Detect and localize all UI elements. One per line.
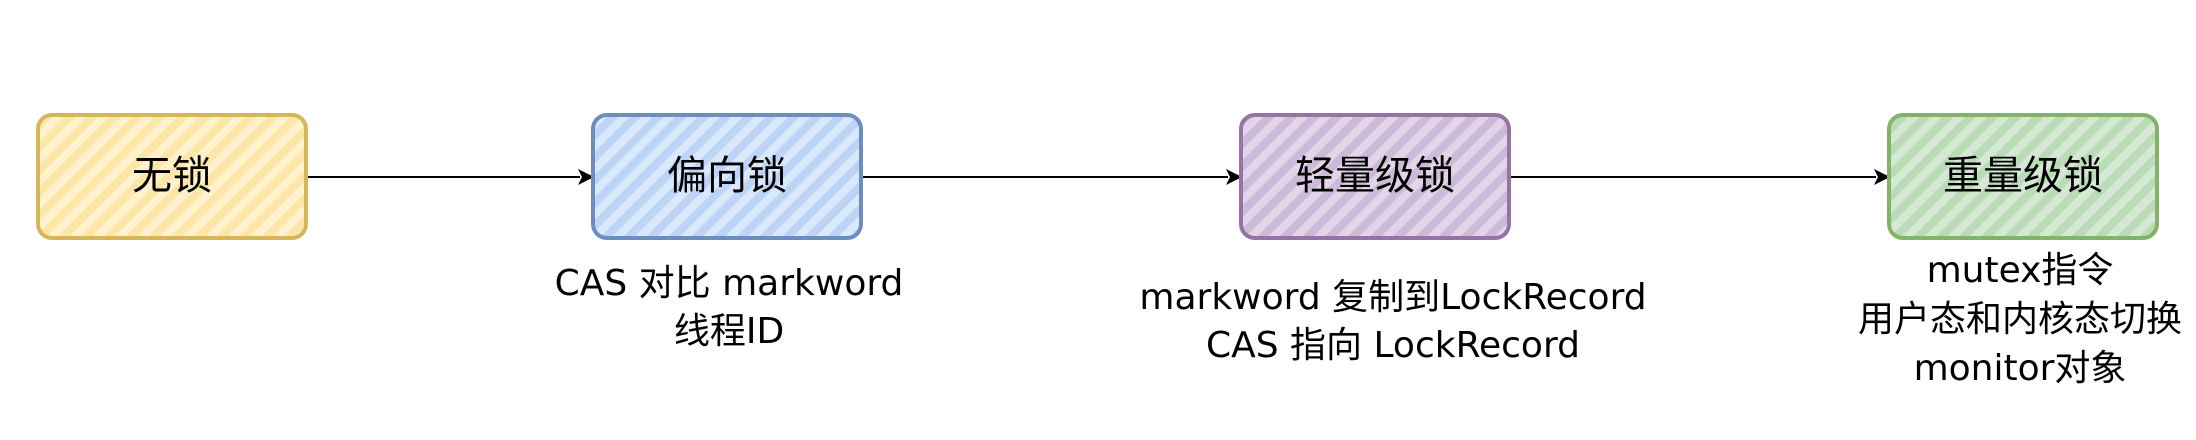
note-line: CAS 对比 markword: [555, 263, 904, 304]
node-lightweight-lock: 轻量级锁: [1239, 113, 1511, 240]
node-no-lock: 无锁: [36, 113, 308, 240]
note-biased-lock: CAS 对比 markword 线程ID: [555, 263, 904, 352]
node-lightweight-lock-label: 轻量级锁: [1295, 153, 1455, 199]
note-line: mutex指令: [1927, 250, 2114, 291]
note-line: markword 复制到LockRecord: [1139, 277, 1646, 318]
note-line: 线程ID: [674, 311, 784, 352]
node-biased-lock: 偏向锁: [591, 113, 863, 240]
arrow-head-3: [1874, 169, 1890, 185]
node-no-lock-label: 无锁: [132, 153, 212, 199]
edges-layer: [308, 169, 1890, 185]
node-no-lock-box: [36, 113, 308, 240]
node-lightweight-lock-box: [1239, 113, 1511, 240]
note-lightweight-lock: markword 复制到LockRecord CAS 指向 LockRecord: [1139, 277, 1646, 366]
node-biased-lock-box: [591, 113, 863, 240]
note-line: monitor对象: [1914, 348, 2127, 389]
note-line: CAS 指向 LockRecord: [1206, 325, 1580, 366]
arrow-head-1: [578, 169, 594, 185]
node-heavyweight-lock-label: 重量级锁: [1943, 153, 2103, 199]
arrow-head-2: [1226, 169, 1242, 185]
note-heavyweight-lock: mutex指令 用户态和内核态切换 monitor对象: [1858, 250, 2182, 389]
node-heavyweight-lock: 重量级锁: [1887, 113, 2159, 240]
note-line: 用户态和内核态切换: [1858, 299, 2182, 340]
node-heavyweight-lock-box: [1887, 113, 2159, 240]
node-biased-lock-label: 偏向锁: [667, 153, 787, 199]
